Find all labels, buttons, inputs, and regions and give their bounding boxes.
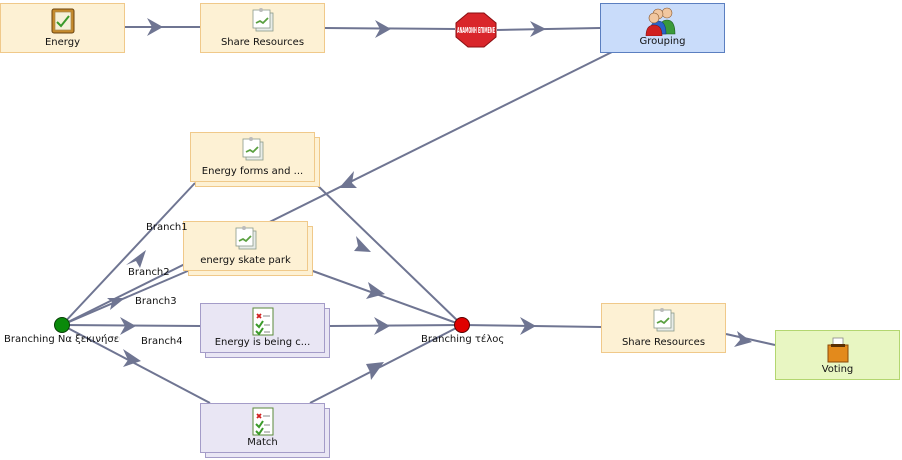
arrow-branch4 — [123, 349, 141, 367]
connector-energyis-end — [329, 324, 463, 327]
arrow-skate-end — [366, 282, 385, 299]
arrow-forms-end — [354, 236, 371, 252]
activity-match[interactable]: Match — [200, 403, 325, 453]
branching-start-point[interactable] — [54, 317, 70, 333]
branch-label-4: Branch4 — [141, 336, 183, 347]
activity-energy-is-being[interactable]: Energy is being c... — [200, 303, 325, 353]
stop-gate-label: ΑΝΑΜΟΝΗ ΕΠΙΜΕΝΕ — [457, 26, 495, 35]
connector-branch2 — [61, 269, 191, 326]
activity-energy-label: Energy — [44, 37, 80, 48]
arrow-branch1 — [126, 250, 146, 268]
resources-icon — [240, 136, 266, 167]
resources-icon — [233, 225, 259, 256]
activity-grouping-label: Grouping — [639, 36, 686, 47]
branching-start-label: Branching Να ξεκινήσει — [4, 334, 120, 345]
arrow-branch3 — [120, 317, 136, 335]
notebook-icon — [50, 7, 76, 38]
connector-match-end — [309, 324, 463, 404]
checklist-icon — [250, 407, 276, 440]
branching-end-point[interactable] — [454, 317, 470, 333]
activity-share-resources-bottom-label: Share Resources — [621, 337, 706, 348]
activity-energy-forms-label: Energy forms and ... — [201, 166, 304, 177]
activity-energy-forms[interactable]: Energy forms and ... — [190, 132, 315, 182]
activity-voting-label: Voting — [821, 364, 854, 375]
activity-grouping[interactable]: Grouping — [600, 3, 725, 53]
arrow-share-gate — [375, 20, 391, 38]
branch-label-3: Branch3 — [135, 296, 177, 307]
arrow-branch2 — [107, 298, 125, 310]
resources-icon — [651, 307, 677, 338]
arrow-share-voting — [734, 331, 752, 347]
connector-skate-end — [309, 269, 463, 326]
group-people-icon — [645, 6, 681, 39]
arrow-gate-grouping — [530, 21, 546, 37]
connector-grouping-branching — [61, 51, 613, 326]
ballot-box-icon — [825, 336, 851, 367]
stop-sign-icon: ΑΝΑΜΟΝΗ ΕΠΙΜΕΝΕ — [455, 12, 497, 48]
checklist-icon — [250, 307, 276, 340]
connector-forms-end — [314, 182, 463, 326]
stop-gate[interactable]: ΑΝΑΜΟΝΗ ΕΠΙΜΕΝΕ — [455, 12, 497, 48]
activity-energy-skate-park-label: energy skate park — [200, 255, 291, 266]
connector-branch1 — [61, 182, 196, 326]
arrow-energyis-end — [374, 317, 390, 335]
activity-share-resources-bottom[interactable]: Share Resources — [601, 303, 726, 353]
resources-icon — [250, 7, 276, 38]
activity-energy-skate-park[interactable]: energy skate park — [183, 221, 308, 271]
activity-share-resources-top[interactable]: Share Resources — [200, 3, 325, 53]
arrow-energy-share — [147, 18, 163, 36]
activity-energy[interactable]: Energy — [0, 3, 125, 53]
branch-label-1: Branch1 — [146, 222, 188, 233]
connector-branch4 — [61, 324, 211, 404]
activity-voting[interactable]: Voting — [775, 330, 900, 380]
activity-share-resources-top-label: Share Resources — [220, 37, 305, 48]
activity-match-label: Match — [247, 437, 278, 448]
arrow-match-end — [366, 362, 384, 380]
arrow-end-share — [520, 317, 536, 335]
arrow-grouping-branching — [339, 171, 357, 188]
activity-energy-is-being-label: Energy is being c... — [214, 337, 311, 348]
branch-label-2: Branch2 — [128, 267, 170, 278]
connector-share-voting — [725, 333, 776, 346]
connector-gate-grouping — [496, 27, 601, 31]
branching-end-label: Branching τέλος — [421, 334, 505, 345]
